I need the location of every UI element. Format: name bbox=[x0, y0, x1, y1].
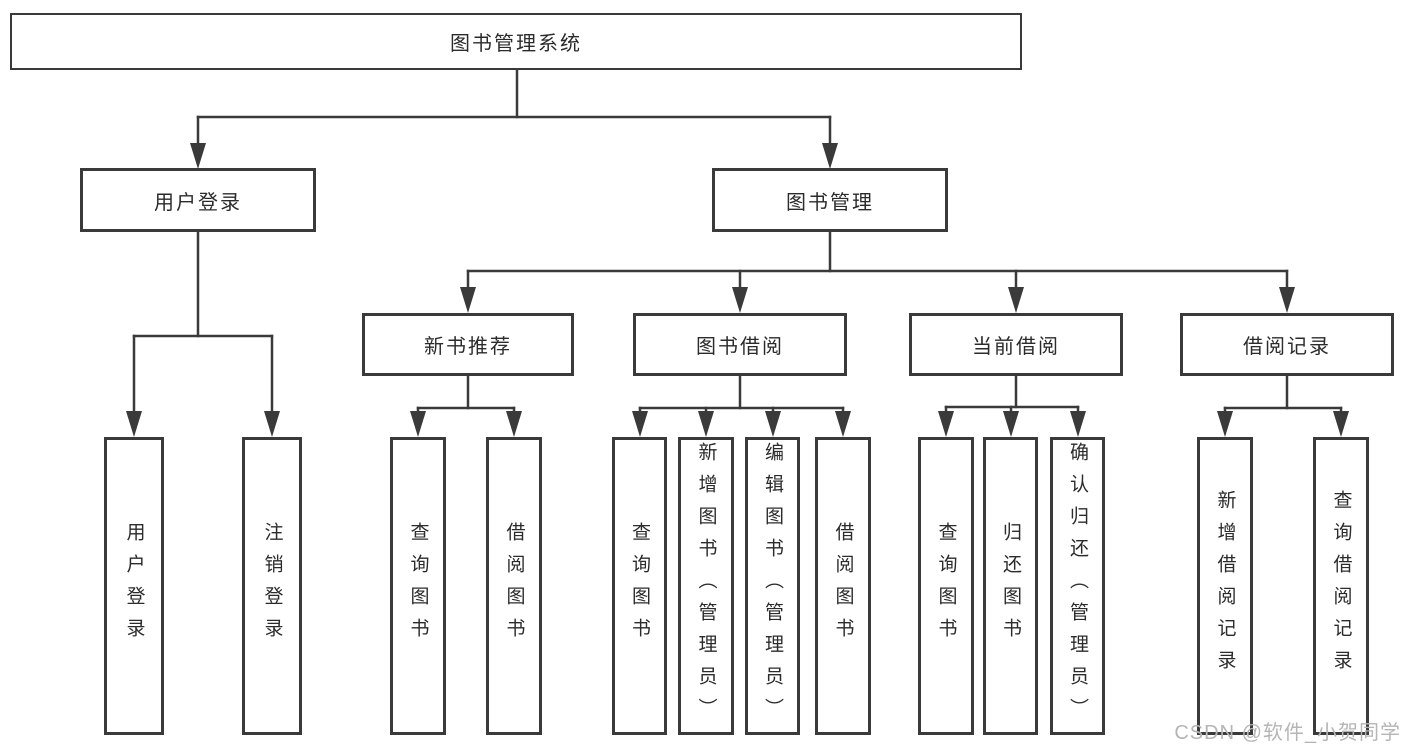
node-user-login: 用户登录 bbox=[80, 168, 316, 232]
node-label: 编辑图书（管理员） bbox=[762, 442, 783, 730]
node-current-query-books: 查询图书 bbox=[918, 437, 974, 735]
node-label: 借阅记录 bbox=[1243, 336, 1331, 358]
node-current-borrowing: 当前借阅 bbox=[909, 313, 1123, 376]
node-add-books-admin: 新增图书（管理员） bbox=[678, 437, 734, 735]
node-label: 归还图书 bbox=[1000, 522, 1021, 650]
node-label: 查询图书 bbox=[935, 522, 957, 650]
node-logout: 注销登录 bbox=[242, 437, 302, 735]
node-label: 用户登录 bbox=[123, 522, 145, 650]
node-edit-books-admin: 编辑图书（管理员） bbox=[745, 437, 800, 735]
node-new-book-recommendation: 新书推荐 bbox=[362, 313, 574, 376]
node-borrowing-query-books: 查询图书 bbox=[612, 437, 667, 735]
node-book-management: 图书管理 bbox=[712, 168, 948, 232]
node-library-management-system: 图书管理系统 bbox=[10, 13, 1022, 70]
node-borrowing-records: 借阅记录 bbox=[1180, 313, 1394, 376]
node-return-books: 归还图书 bbox=[983, 437, 1038, 735]
node-label: 图书借阅 bbox=[696, 336, 784, 358]
node-label: 确认归还（管理员） bbox=[1067, 442, 1088, 730]
node-label: 图书管理系统 bbox=[450, 33, 582, 55]
node-label: 查询图书 bbox=[629, 522, 650, 650]
node-add-borrow-record: 新增借阅记录 bbox=[1197, 437, 1253, 735]
arrowheads bbox=[126, 143, 1349, 437]
node-label: 用户登录 bbox=[154, 191, 242, 214]
csdn-watermark: CSDN @软件_小贺同学 bbox=[1174, 722, 1401, 744]
node-recommend-borrow-books: 借阅图书 bbox=[486, 437, 542, 735]
node-recommend-query-books: 查询图书 bbox=[390, 437, 446, 735]
node-label: 查询借阅记录 bbox=[1330, 490, 1352, 682]
node-label: 新书推荐 bbox=[424, 336, 512, 358]
node-label: 新增借阅记录 bbox=[1214, 490, 1236, 682]
node-label: 新增图书（管理员） bbox=[695, 442, 717, 730]
node-label: 借阅图书 bbox=[832, 522, 854, 650]
node-book-borrowing: 图书借阅 bbox=[633, 313, 847, 376]
node-query-borrow-record: 查询借阅记录 bbox=[1313, 437, 1369, 735]
node-label: 图书管理 bbox=[786, 191, 874, 214]
node-label: 借阅图书 bbox=[503, 522, 525, 650]
node-label: 注销登录 bbox=[261, 522, 283, 650]
node-confirm-return-admin: 确认归还（管理员） bbox=[1050, 437, 1105, 735]
node-label: 当前借阅 bbox=[972, 336, 1060, 358]
node-user-login-leaf: 用户登录 bbox=[104, 437, 164, 735]
node-borrowing-borrow-books: 借阅图书 bbox=[815, 437, 871, 735]
node-label: 查询图书 bbox=[407, 522, 429, 650]
